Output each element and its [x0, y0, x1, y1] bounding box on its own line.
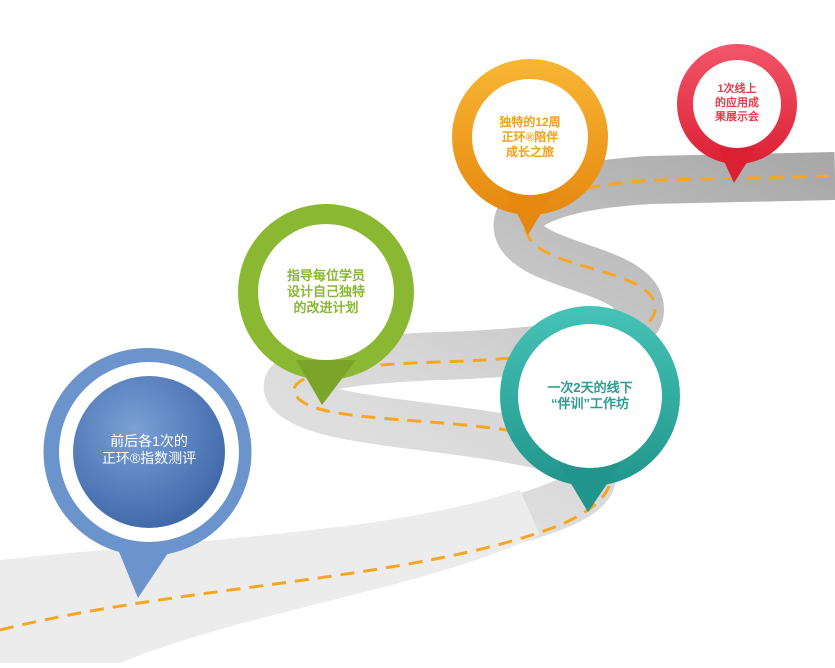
pin-orange: [452, 59, 608, 235]
milestone-label-blue: 前后各1次的 正环®指数测评: [101, 432, 197, 467]
milestone-label-teal: 一次2天的线下 “伴训”工作坊: [547, 379, 633, 411]
milestone-label-orange: 独特的12周 正环®陪伴 成长之旅: [499, 114, 561, 159]
road-start: [0, 490, 540, 663]
milestone-label-green: 指导每位学员 设计自己独特 的改进计划: [286, 267, 365, 316]
pin-blue: [43, 348, 252, 598]
pin-teal: [500, 306, 680, 512]
milestone-label-red: 1次线上 的应用成 果展示会: [715, 83, 759, 123]
pin-green: [238, 204, 414, 405]
road-centerline: [0, 174, 835, 632]
pin-red: [677, 44, 797, 183]
